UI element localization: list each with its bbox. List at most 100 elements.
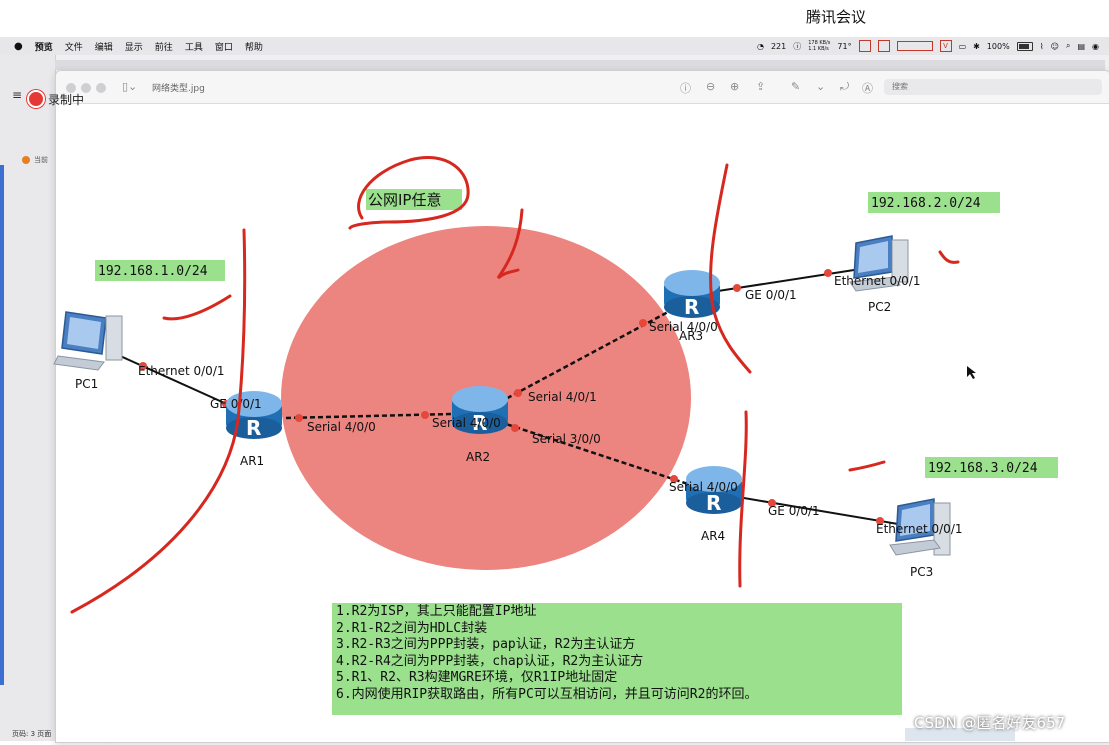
pc1-eth-label: Ethernet 0/0/1 bbox=[138, 364, 225, 378]
zoom-in-icon[interactable]: ⊕ bbox=[730, 80, 740, 93]
temp-readout: 71° bbox=[837, 41, 852, 51]
network-tag-bg bbox=[95, 260, 225, 281]
share-icon[interactable]: ⇪ bbox=[756, 80, 766, 93]
ar4-ge-label: GE 0/0/1 bbox=[768, 504, 820, 518]
watermark: CSDN @匿名好友657 bbox=[914, 714, 1066, 732]
network-tag-bg bbox=[868, 192, 1000, 213]
markup-icon[interactable]: ✎ bbox=[791, 80, 801, 93]
note-line: 5.R1、R2、R3构建MGRE环境，仅R1IP地址固定 bbox=[336, 670, 618, 685]
display-icon[interactable]: ▭ bbox=[958, 41, 967, 51]
port-dot bbox=[876, 517, 884, 525]
annotate-icon[interactable]: Ⓐ bbox=[862, 82, 873, 95]
ink-stroke bbox=[848, 460, 886, 472]
close-window-button[interactable] bbox=[66, 83, 76, 93]
vpn-icon[interactable]: V bbox=[939, 40, 952, 52]
port-dot bbox=[514, 389, 522, 397]
recording-label: 录制中 bbox=[48, 92, 85, 107]
ar2-s300-label: Serial 3/0/0 bbox=[532, 432, 601, 446]
port-dot bbox=[824, 269, 832, 277]
battery-icon[interactable] bbox=[1016, 41, 1033, 51]
recording-indicator[interactable]: 录制中 bbox=[27, 90, 84, 108]
port-dot bbox=[733, 284, 741, 292]
menu-item-file[interactable]: 文件 bbox=[64, 42, 83, 53]
menu-item-go[interactable]: 前往 bbox=[154, 42, 173, 53]
note-line: 4.R2-R4之间为PPP封装，chap认证，R2为主认证方 bbox=[336, 653, 644, 669]
port-dot bbox=[421, 411, 429, 419]
note-line: 6.内网使用RIP获取路由，所有PC可以互相访问，并且可访问R2的环回。 bbox=[336, 686, 758, 702]
search-input[interactable] bbox=[884, 79, 1102, 95]
menu-item-preview[interactable]: 预览 bbox=[34, 42, 53, 53]
ar3-serial-label: Serial 4/0/0 bbox=[649, 320, 718, 334]
battery-percent: 100% bbox=[986, 41, 1010, 51]
router-ar3-icon[interactable]: R bbox=[664, 270, 720, 319]
network-tag-1: 192.168.1.0/24 bbox=[98, 264, 208, 279]
link-ar2-ar4 bbox=[499, 420, 689, 486]
siri-icon[interactable]: ◉ bbox=[1092, 41, 1099, 51]
network-tag-3: 192.168.3.0/24 bbox=[928, 461, 1038, 476]
spotlight-icon[interactable]: ⌕ bbox=[1065, 41, 1071, 50]
menu-item-view[interactable]: 显示 bbox=[124, 42, 143, 53]
background-tabbar bbox=[55, 60, 1105, 70]
pc3-eth-label: Ethernet 0/0/1 bbox=[876, 522, 963, 536]
port-dot bbox=[511, 424, 519, 432]
port-dot bbox=[139, 362, 147, 370]
ar1-serial-label: Serial 4/0/0 bbox=[307, 420, 376, 434]
memory-icon[interactable] bbox=[877, 40, 890, 52]
user-icon[interactable]: ☺ bbox=[1050, 41, 1059, 51]
markup-chevron-icon[interactable]: ⌄ bbox=[816, 80, 826, 93]
meeting-title: 腾讯会议 bbox=[806, 8, 867, 26]
ar2-label: AR2 bbox=[466, 450, 490, 464]
public-ip-tag: 公网IP任意 bbox=[368, 191, 441, 209]
ar3-label: AR3 bbox=[679, 329, 703, 343]
port-dot bbox=[768, 499, 776, 507]
document-title: 网络类型.jpg bbox=[152, 84, 205, 94]
menu-item-help[interactable]: 帮助 bbox=[244, 42, 263, 53]
record-icon bbox=[27, 90, 45, 108]
network-tag-bg bbox=[925, 457, 1058, 478]
sidebar-toggle-icon[interactable]: ▯⌄ bbox=[122, 80, 138, 93]
mouse-cursor-icon bbox=[967, 366, 976, 379]
ar1-ge-label: GE 0/0/1 bbox=[210, 397, 262, 411]
zoom-out-icon[interactable]: ⊖ bbox=[706, 80, 716, 93]
ar1-label: AR1 bbox=[240, 454, 264, 468]
info-icon[interactable]: ⓘ bbox=[793, 41, 802, 51]
requirements-notes: 1.R2为ISP，其上只能配置IP地址 2.R1-R2之间为HDLC封装 3.R… bbox=[332, 603, 902, 715]
port-dot bbox=[639, 319, 647, 327]
svg-text:R: R bbox=[246, 416, 261, 440]
ink-stroke bbox=[496, 208, 524, 280]
minimize-window-button[interactable] bbox=[81, 83, 91, 93]
ink-stroke bbox=[162, 294, 232, 321]
ink-stroke bbox=[738, 410, 748, 588]
handwritten-annotations bbox=[70, 156, 960, 614]
ar4-label: AR4 bbox=[701, 529, 725, 543]
menu-icon[interactable]: ≡ bbox=[12, 88, 23, 102]
cpu-icon[interactable] bbox=[858, 40, 871, 52]
pc3-label: PC3 bbox=[910, 565, 933, 579]
info-icon[interactable]: ⓘ bbox=[680, 82, 691, 95]
apple-icon[interactable]: ● bbox=[14, 40, 23, 52]
port-dot bbox=[670, 475, 678, 483]
ar2-s401-label: Serial 4/0/1 bbox=[528, 390, 597, 404]
router-ar4-icon[interactable]: R bbox=[686, 466, 742, 515]
wifi-icon[interactable]: ⌇ bbox=[1039, 41, 1044, 51]
pc1-icon[interactable] bbox=[53, 311, 123, 371]
menu-item-window[interactable]: 窗口 bbox=[214, 42, 233, 53]
menu-item-tools[interactable]: 工具 bbox=[184, 42, 203, 53]
router-ar2-icon[interactable]: R bbox=[452, 386, 508, 435]
pc2-label: PC2 bbox=[868, 300, 891, 314]
control-center-icon[interactable]: ▤ bbox=[1077, 41, 1086, 51]
menu-item-edit[interactable]: 编辑 bbox=[94, 42, 113, 53]
bluetooth-icon[interactable]: ✱ bbox=[973, 41, 980, 51]
pc2-icon[interactable] bbox=[849, 235, 909, 292]
svg-text:R: R bbox=[706, 491, 721, 515]
pc3-icon[interactable] bbox=[889, 498, 951, 556]
pc2-eth-label: Ethernet 0/0/1 bbox=[834, 274, 921, 288]
zoom-window-button[interactable] bbox=[96, 83, 106, 93]
rotate-icon[interactable]: ⤾ bbox=[840, 80, 850, 93]
ink-stroke bbox=[348, 156, 470, 230]
chat-icon[interactable]: ◔ bbox=[756, 41, 764, 51]
cpu-graph[interactable] bbox=[896, 41, 933, 51]
background-thumbnail bbox=[905, 728, 1015, 741]
